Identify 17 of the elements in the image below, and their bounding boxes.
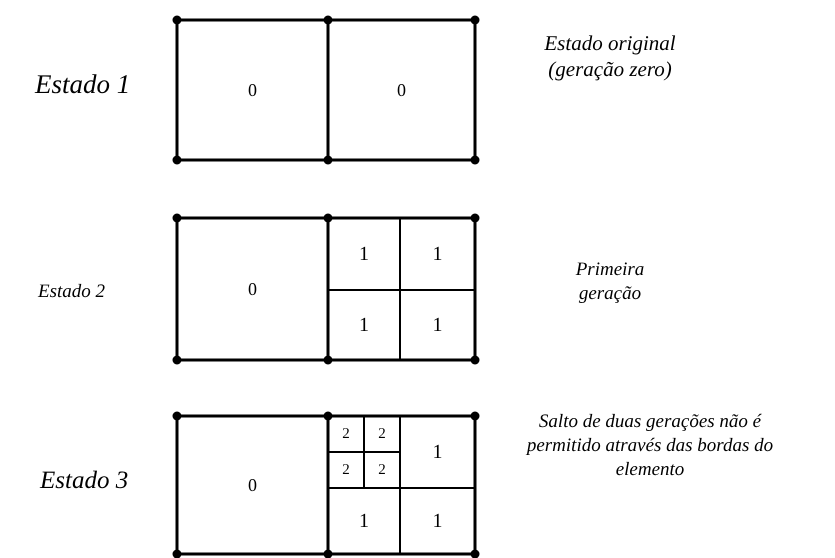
state-label: Estado 2 (38, 280, 106, 304)
mesh-cell: 2 (364, 452, 400, 488)
mesh-cell: 1 (400, 218, 475, 290)
mesh-cell: 1 (328, 488, 400, 554)
mesh-cell: 1 (400, 290, 475, 360)
state-description: Salto de duas gerações não é permitido através das bordas do elemento (524, 410, 774, 482)
mesh-cell: 2 (364, 416, 400, 452)
mesh-cell: 1 (400, 488, 475, 554)
mesh-cell: 1 (328, 218, 400, 290)
mesh-cell: 2 (328, 416, 364, 452)
state-description: Estado original (geração zero) (543, 30, 677, 82)
state-label: Estado 1 (35, 68, 132, 101)
mesh-cell: 1 (400, 416, 475, 488)
mesh-cell: 1 (328, 290, 400, 360)
state-description: Primeira geração (574, 258, 646, 306)
mesh-cell: 2 (328, 452, 364, 488)
state-label: Estado 3 (40, 466, 130, 496)
